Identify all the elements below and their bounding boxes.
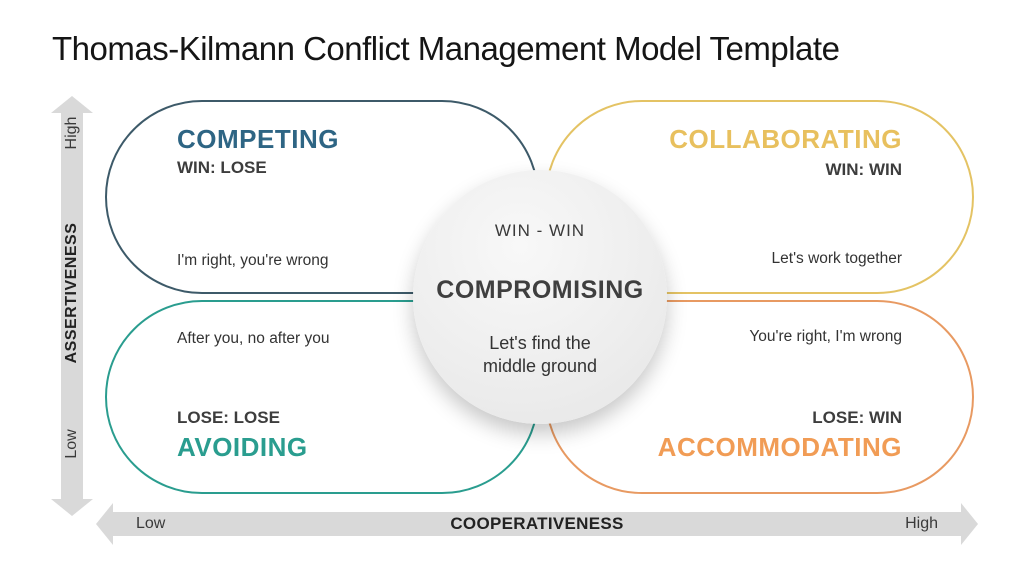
cooperativeness-arrow-body	[111, 512, 963, 536]
arrow-right-icon	[961, 503, 978, 545]
competing-phrase: I'm right, you're wrong	[177, 252, 329, 269]
compromising-phrase-line1: Let's find the	[489, 333, 591, 353]
compromising-phrase: Let's find the middle ground	[413, 332, 667, 379]
compromising-title: COMPROMISING	[436, 276, 644, 304]
collaborating-outcome: WIN: WIN	[825, 160, 902, 179]
quadrant-avoiding: After you, no after you LOSE: LOSE AVOID…	[105, 300, 539, 494]
cooperativeness-axis: Low COOPERATIVENESS High	[96, 503, 978, 545]
arrow-left-icon	[96, 503, 113, 545]
cooperativeness-axis-label: COOPERATIVENESS	[450, 514, 624, 533]
accommodating-outcome: LOSE: WIN	[812, 408, 902, 427]
compromising-win-win-label: WIN - WIN	[494, 221, 586, 240]
quadrant-competing: COMPETING WIN: LOSE I'm right, you're wr…	[105, 100, 539, 294]
accommodating-title: ACCOMMODATING	[657, 432, 902, 462]
accommodating-phrase: You're right, I'm wrong	[749, 328, 902, 345]
arrow-down-icon	[51, 499, 93, 516]
quadrant-accommodating: You're right, I'm wrong LOSE: WIN ACCOMM…	[545, 300, 974, 494]
avoiding-phrase: After you, no after you	[177, 330, 330, 347]
avoiding-title: AVOIDING	[177, 432, 308, 462]
assertiveness-low-label: Low	[63, 429, 80, 459]
compromising-phrase-line2: middle ground	[482, 356, 598, 377]
collaborating-title: COLLABORATING	[669, 124, 902, 154]
assertiveness-axis: High ASSERTIVENESS Low	[51, 96, 93, 516]
competing-outcome: WIN: LOSE	[177, 158, 267, 177]
collaborating-phrase: Let's work together	[771, 250, 902, 267]
slide-title: Thomas-Kilmann Conflict Management Model…	[52, 30, 840, 67]
competing-title: COMPETING	[177, 124, 339, 154]
avoiding-outcome: LOSE: LOSE	[177, 408, 280, 427]
cooperativeness-low-label: Low	[136, 515, 166, 532]
assertiveness-arrow-body	[61, 111, 83, 501]
cooperativeness-high-label: High	[905, 515, 938, 532]
assertiveness-axis-label: ASSERTIVENESS	[63, 222, 80, 364]
compromising-circle: WIN - WIN COMPROMISING Let's find the mi…	[413, 170, 667, 424]
assertiveness-high-label: High	[63, 116, 80, 150]
arrow-up-icon	[51, 96, 93, 113]
quadrant-collaborating: COLLABORATING WIN: WIN Let's work togeth…	[545, 100, 974, 294]
